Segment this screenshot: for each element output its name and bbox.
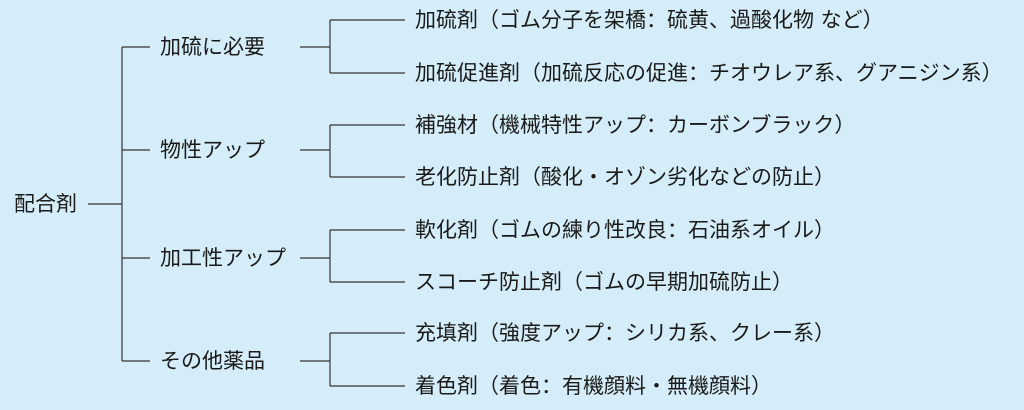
item-antioxidant: 老化防止剤（酸化・オゾン劣化などの防止） [415, 165, 835, 189]
item-scorch-retarder: スコーチ防止剤（ゴムの早期加硫防止） [415, 270, 793, 294]
connector-group-4 [300, 332, 405, 387]
root-node-label: 配合剤 [14, 192, 77, 216]
item-reinforcing-agent: 補強材（機械特性アップ：カーボンブラック） [415, 113, 856, 137]
item-filler: 充填剤（強度アップ：シリカ系、クレー系） [415, 321, 835, 345]
category-label-other: その他薬品 [160, 349, 265, 373]
connector-group-1 [300, 19, 405, 74]
item-colorant: 着色剤（着色：有機顔料・無機顔料） [415, 374, 772, 398]
item-curing-agent: 加硫剤（ゴム分子を架橋：硫黄、過酸化物 など） [415, 8, 884, 32]
item-accelerator: 加硫促進剤（加硫反応の促進：チオウレア系、グアニジン系） [415, 61, 1003, 85]
connector-group-2 [300, 124, 405, 178]
category-label-curing: 加硫に必要 [160, 35, 265, 59]
connector-group-3 [300, 229, 405, 283]
category-label-processing: 加工性アップ [160, 246, 286, 270]
category-label-properties: 物性アップ [160, 138, 265, 162]
item-softener: 軟化剤（ゴムの練り性改良：石油系オイル） [415, 218, 835, 242]
